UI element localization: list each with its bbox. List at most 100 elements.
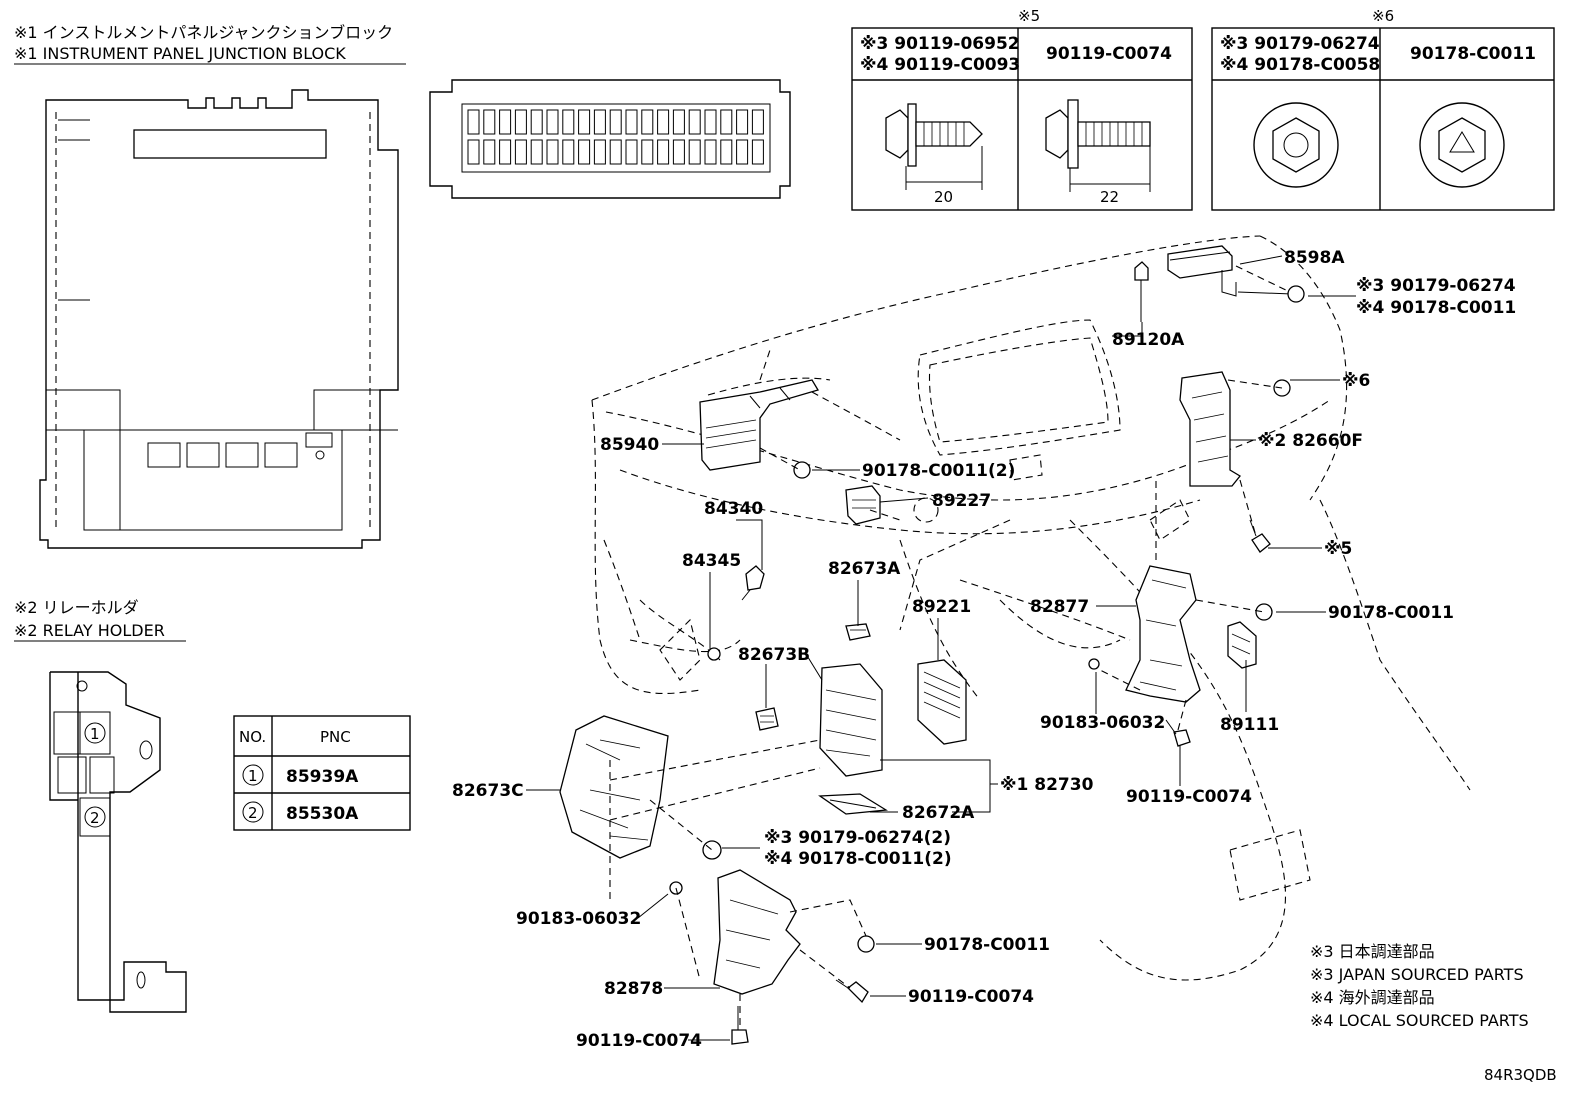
fuse-slot [704, 139, 717, 165]
fuse-slot [625, 109, 638, 135]
box6-mark: ※6 [1372, 7, 1394, 25]
callout-82730: ※1 82730 [1000, 775, 1094, 795]
fuse-slot [736, 139, 749, 165]
fuse-slot [688, 139, 701, 165]
fuse-slot [467, 139, 480, 165]
fuse-slot [562, 139, 575, 165]
part-82673A [845, 623, 871, 641]
diagram-code: 84R3QDB [1484, 1066, 1557, 1084]
part-82877 [1125, 565, 1201, 703]
part-82878 [713, 869, 801, 995]
box6-left-line2: ※4 90178-C0058 [1220, 55, 1380, 75]
part-89120A [1134, 261, 1149, 322]
fuse-slot [483, 109, 496, 135]
fuse-slot [625, 139, 638, 165]
fuse-slot [499, 139, 512, 165]
callout-90119-C0074c: 90119-C0074 [576, 1031, 702, 1051]
fuse-slot [578, 109, 591, 135]
fuse-slot [672, 139, 685, 165]
leader-lines [526, 255, 1356, 1041]
fuse-slot [578, 139, 591, 165]
callout-90179-06274a: ※3 90179-06274 [1356, 276, 1516, 296]
nut-90178-C0011d [857, 935, 875, 953]
fuse-slot [720, 109, 733, 135]
callout-89120A: 89120A [1112, 330, 1185, 350]
callout-mark6: ※6 [1342, 371, 1370, 391]
callout-mark5: ※5 [1324, 539, 1352, 559]
fuse-slot [736, 109, 749, 135]
note1-en: ※1 INSTRUMENT PANEL JUNCTION BLOCK [14, 44, 346, 63]
part-82730 [819, 663, 883, 777]
callout-84340: 84340 [704, 499, 763, 519]
callout-90183-06032b: 90183-06032 [516, 909, 641, 929]
svg-text:2: 2 [90, 809, 100, 827]
fuse-slot [593, 109, 606, 135]
fuse-slot [720, 139, 733, 165]
nut-8598A [1287, 285, 1305, 303]
fuse-slot [483, 139, 496, 165]
box5-mark: ※5 [1018, 7, 1040, 25]
box5-left-line2: ※4 90119-C0093 [860, 55, 1020, 75]
nut-90178-C0011-2 [793, 461, 811, 479]
callout-82660F: ※2 82660F [1258, 431, 1363, 451]
fuse-slot [751, 139, 764, 165]
pnc-row1-no: 1 [248, 767, 258, 785]
callout-89227: 89227 [932, 491, 991, 511]
callout-8598A: 8598A [1284, 248, 1345, 268]
fuse-slot [641, 109, 654, 135]
junction-block-drawing [39, 89, 399, 549]
relay-2-marker [84, 806, 106, 828]
callout-82673A: 82673A [828, 559, 901, 579]
callout-90119-C0074b: 90119-C0074 [908, 987, 1034, 1007]
svg-text:1: 1 [90, 725, 100, 743]
part-82672A [818, 793, 888, 815]
callout-82877: 82877 [1030, 597, 1089, 617]
bolt-90119-C0074b [835, 979, 869, 1004]
callout-85940: 85940 [600, 435, 659, 455]
legend-line3: ※4 海外調達部品 [1310, 988, 1435, 1007]
callout-82673C: 82673C [452, 781, 524, 801]
fuse-slot [562, 109, 575, 135]
callout-90179-06274b: ※3 90179-06274(2) [764, 828, 951, 848]
pnc-row2-no: 2 [248, 804, 258, 822]
bolt-5 [1249, 519, 1271, 553]
callout-84345: 84345 [682, 551, 741, 571]
part-85940 [699, 379, 819, 471]
fuse-slot [514, 139, 527, 165]
nut-90179-06274-2 [702, 840, 722, 860]
fastener-box-5: ※5 ※3 90119-06952 ※4 90119-C0093 90119-C… [851, 7, 1193, 211]
part-89227 [845, 485, 881, 525]
assembly-lines [609, 265, 1291, 1028]
dashboard-outline [591, 235, 1471, 981]
pnc-row1-pnc: 85939A [286, 767, 359, 787]
fuse-slot [546, 109, 559, 135]
note2-jp: ※2 リレーホルダ [14, 598, 139, 617]
pnc-col-no: NO. [239, 728, 266, 746]
fastener-box-6: ※6 ※3 90179-06274 ※4 90178-C0058 90178-C… [1211, 7, 1555, 211]
callout-82878: 82878 [604, 979, 663, 999]
part-82660F [1179, 371, 1241, 487]
legend-line1: ※3 日本調達部品 [1310, 942, 1435, 961]
fuse-slot [499, 109, 512, 135]
pnc-table: NO. PNC 1 85939A 2 85530A [233, 715, 411, 831]
fuse-slot [657, 109, 670, 135]
part-8598A [1167, 245, 1293, 297]
callout-89221: 89221 [912, 597, 971, 617]
callout-90178-C0011a: ※4 90178-C0011 [1356, 298, 1516, 318]
fuse-slot [514, 109, 527, 135]
fuse-slot [657, 139, 670, 165]
box6-left-line1: ※3 90179-06274 [1220, 34, 1380, 54]
part-89111 [1227, 621, 1257, 669]
callout-90178-C0011c: ※4 90178-C0011(2) [764, 849, 952, 869]
legend-line4: ※4 LOCAL SOURCED PARTS [1310, 1011, 1529, 1030]
fuse-slot [751, 109, 764, 135]
note1-jp: ※1 インストルメントパネルジャンクションブロック [14, 23, 393, 42]
relay-1-marker [84, 722, 106, 744]
callout-89111: 89111 [1220, 715, 1279, 735]
fuse-slot [530, 139, 543, 165]
pnc-col-pnc: PNC [320, 728, 351, 746]
fuse-slot [609, 109, 622, 135]
note2-en: ※2 RELAY HOLDER [14, 621, 165, 640]
box5-dim-left: 20 [934, 188, 953, 206]
